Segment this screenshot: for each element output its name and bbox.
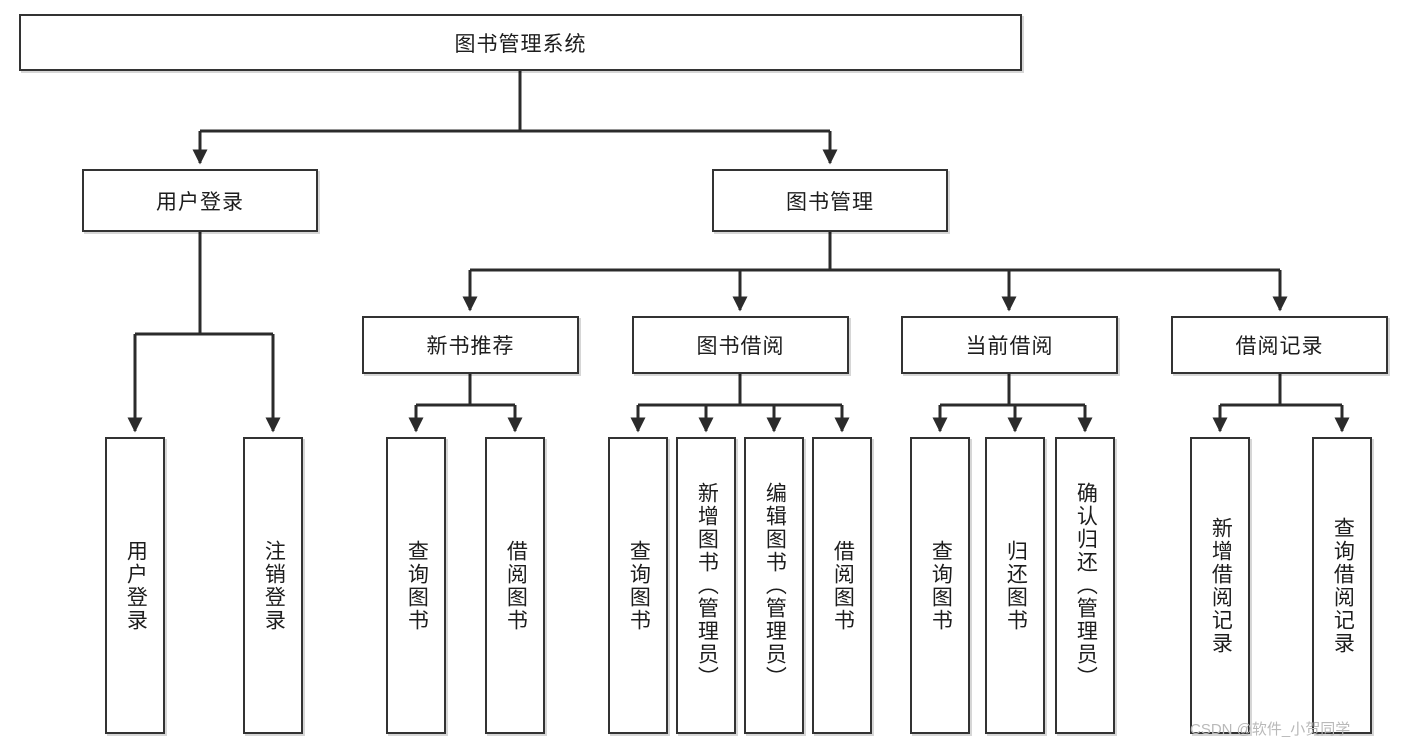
node-label: 新增借阅记录 <box>1209 516 1233 655</box>
node-leaf-edit-book-admin[interactable]: 编辑图书（管理员） <box>744 437 804 734</box>
node-label: 图书管理 <box>786 190 874 214</box>
node-label: 图书管理系统 <box>454 32 587 56</box>
node-label: 新书推荐 <box>426 335 515 358</box>
node-label: 归还图书 <box>1004 539 1028 632</box>
node-leaf-query-book-recommend[interactable]: 查询图书 <box>386 437 446 734</box>
node-leaf-query-borrow-record[interactable]: 查询借阅记录 <box>1312 437 1372 734</box>
node-leaf-user-login[interactable]: 用户登录 <box>105 437 165 734</box>
node-label: 注销登录 <box>262 539 286 632</box>
node-label: 查询借阅记录 <box>1331 516 1355 655</box>
node-label: 编辑图书（管理员） <box>763 482 787 689</box>
node-leaf-borrow-book-recommend[interactable]: 借阅图书 <box>485 437 545 734</box>
node-borrow-record[interactable]: 借阅记录 <box>1171 316 1388 374</box>
node-label: 借阅记录 <box>1235 335 1324 358</box>
node-root-system[interactable]: 图书管理系统 <box>19 14 1022 71</box>
node-label: 查询图书 <box>405 539 429 632</box>
csdn-watermark: CSDN @软件_小贺同学 <box>1190 721 1351 738</box>
node-label: 当前借阅 <box>965 335 1054 358</box>
node-label: 图书借阅 <box>696 335 785 358</box>
node-leaf-add-borrow-record[interactable]: 新增借阅记录 <box>1190 437 1250 734</box>
node-label: 用户登录 <box>124 539 148 632</box>
node-leaf-add-book-admin[interactable]: 新增图书（管理员） <box>676 437 736 734</box>
node-current-borrow[interactable]: 当前借阅 <box>901 316 1118 374</box>
node-label: 用户登录 <box>156 190 244 214</box>
node-book-borrow[interactable]: 图书借阅 <box>632 316 849 374</box>
node-leaf-confirm-return-admin[interactable]: 确认归还（管理员） <box>1055 437 1115 734</box>
node-leaf-user-logout[interactable]: 注销登录 <box>243 437 303 734</box>
node-user-login[interactable]: 用户登录 <box>82 169 318 232</box>
node-label: 查询图书 <box>929 539 953 632</box>
node-leaf-query-book-current[interactable]: 查询图书 <box>910 437 970 734</box>
node-leaf-return-book[interactable]: 归还图书 <box>985 437 1045 734</box>
node-leaf-query-book-borrow[interactable]: 查询图书 <box>608 437 668 734</box>
node-label: 确认归还（管理员） <box>1074 482 1098 689</box>
node-label: 借阅图书 <box>504 539 528 632</box>
node-label: 查询图书 <box>627 539 651 632</box>
node-book-manage[interactable]: 图书管理 <box>712 169 948 232</box>
node-new-book-recommend[interactable]: 新书推荐 <box>362 316 579 374</box>
node-label: 新增图书（管理员） <box>695 482 719 689</box>
node-leaf-borrow-book[interactable]: 借阅图书 <box>812 437 872 734</box>
node-label: 借阅图书 <box>831 539 855 632</box>
